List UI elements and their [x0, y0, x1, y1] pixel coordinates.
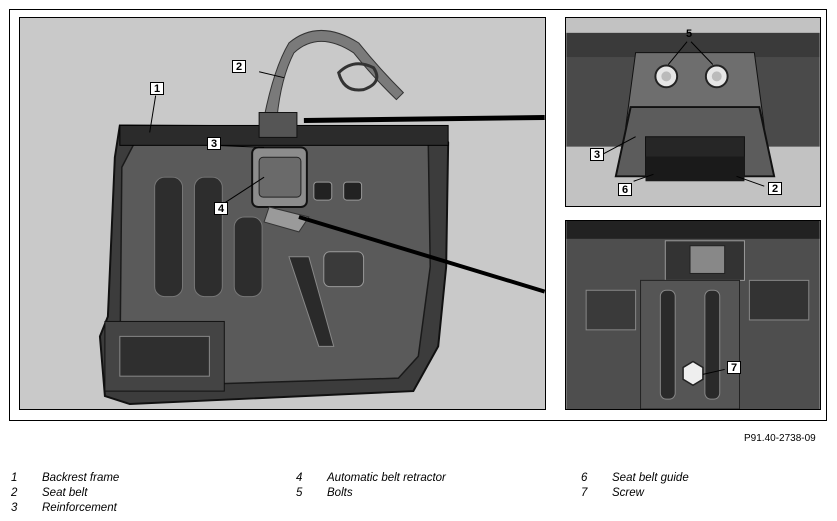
legend-label: Bolts	[327, 487, 353, 499]
legend-item: 3 Reinforcement	[11, 501, 119, 516]
legend-label: Backrest frame	[42, 472, 120, 484]
detail-panel-bolts: 5 3 6 2	[565, 17, 821, 207]
figure-frame: 1 2 3 4 5 3 6 2	[9, 9, 827, 421]
legend-label: Automatic belt retractor	[327, 472, 446, 484]
legend-item: 1 Backrest frame	[11, 471, 119, 486]
legend-number: 7	[581, 487, 588, 499]
callout-4: 4	[214, 202, 228, 215]
backrest-frame-illustration	[98, 30, 545, 406]
legend-item: 6 Seat belt guide	[581, 471, 689, 486]
legend-label: Seat belt	[42, 487, 88, 499]
legend-label: Seat belt guide	[612, 472, 689, 484]
legend-item: 4 Automatic belt retractor	[296, 471, 446, 486]
figure-reference-code: P91.40-2738-09	[744, 433, 816, 444]
detail-panel-screw: 7	[565, 220, 821, 410]
legend-number: 6	[581, 472, 588, 484]
callout-7: 7	[727, 361, 741, 374]
callout-3-detail: 3	[590, 148, 604, 161]
legend-label: Screw	[612, 487, 644, 499]
legend-number: 1	[11, 472, 18, 484]
callout-1: 1	[150, 82, 164, 95]
main-illustration-panel: 1 2 3 4	[19, 17, 546, 410]
legend-column-1: 1 Backrest frame 2 Seat belt 3 Reinforcemen…	[11, 471, 119, 516]
legend-column-2: 4 Automatic belt retractor 5 Bolts	[296, 471, 446, 501]
callout-3: 3	[207, 137, 221, 150]
legend-number: 5	[296, 487, 303, 499]
legend-item: 7 Screw	[581, 486, 689, 501]
bolts-detail-illustration	[566, 32, 820, 187]
legend-item: 5 Bolts	[296, 486, 446, 501]
callout-6: 6	[618, 183, 632, 196]
legend-label: Reinforcement	[42, 502, 117, 514]
callout-2-detail: 2	[768, 182, 782, 195]
legend-number: 4	[296, 472, 303, 484]
legend-number: 2	[11, 487, 18, 499]
screw-detail-illustration	[566, 221, 820, 409]
callout-5: 5	[686, 28, 693, 40]
legend-number: 3	[11, 502, 18, 514]
legend-column-3: 6 Seat belt guide 7 Screw	[581, 471, 689, 501]
legend-item: 2 Seat belt	[11, 486, 119, 501]
callout-2: 2	[232, 60, 246, 73]
